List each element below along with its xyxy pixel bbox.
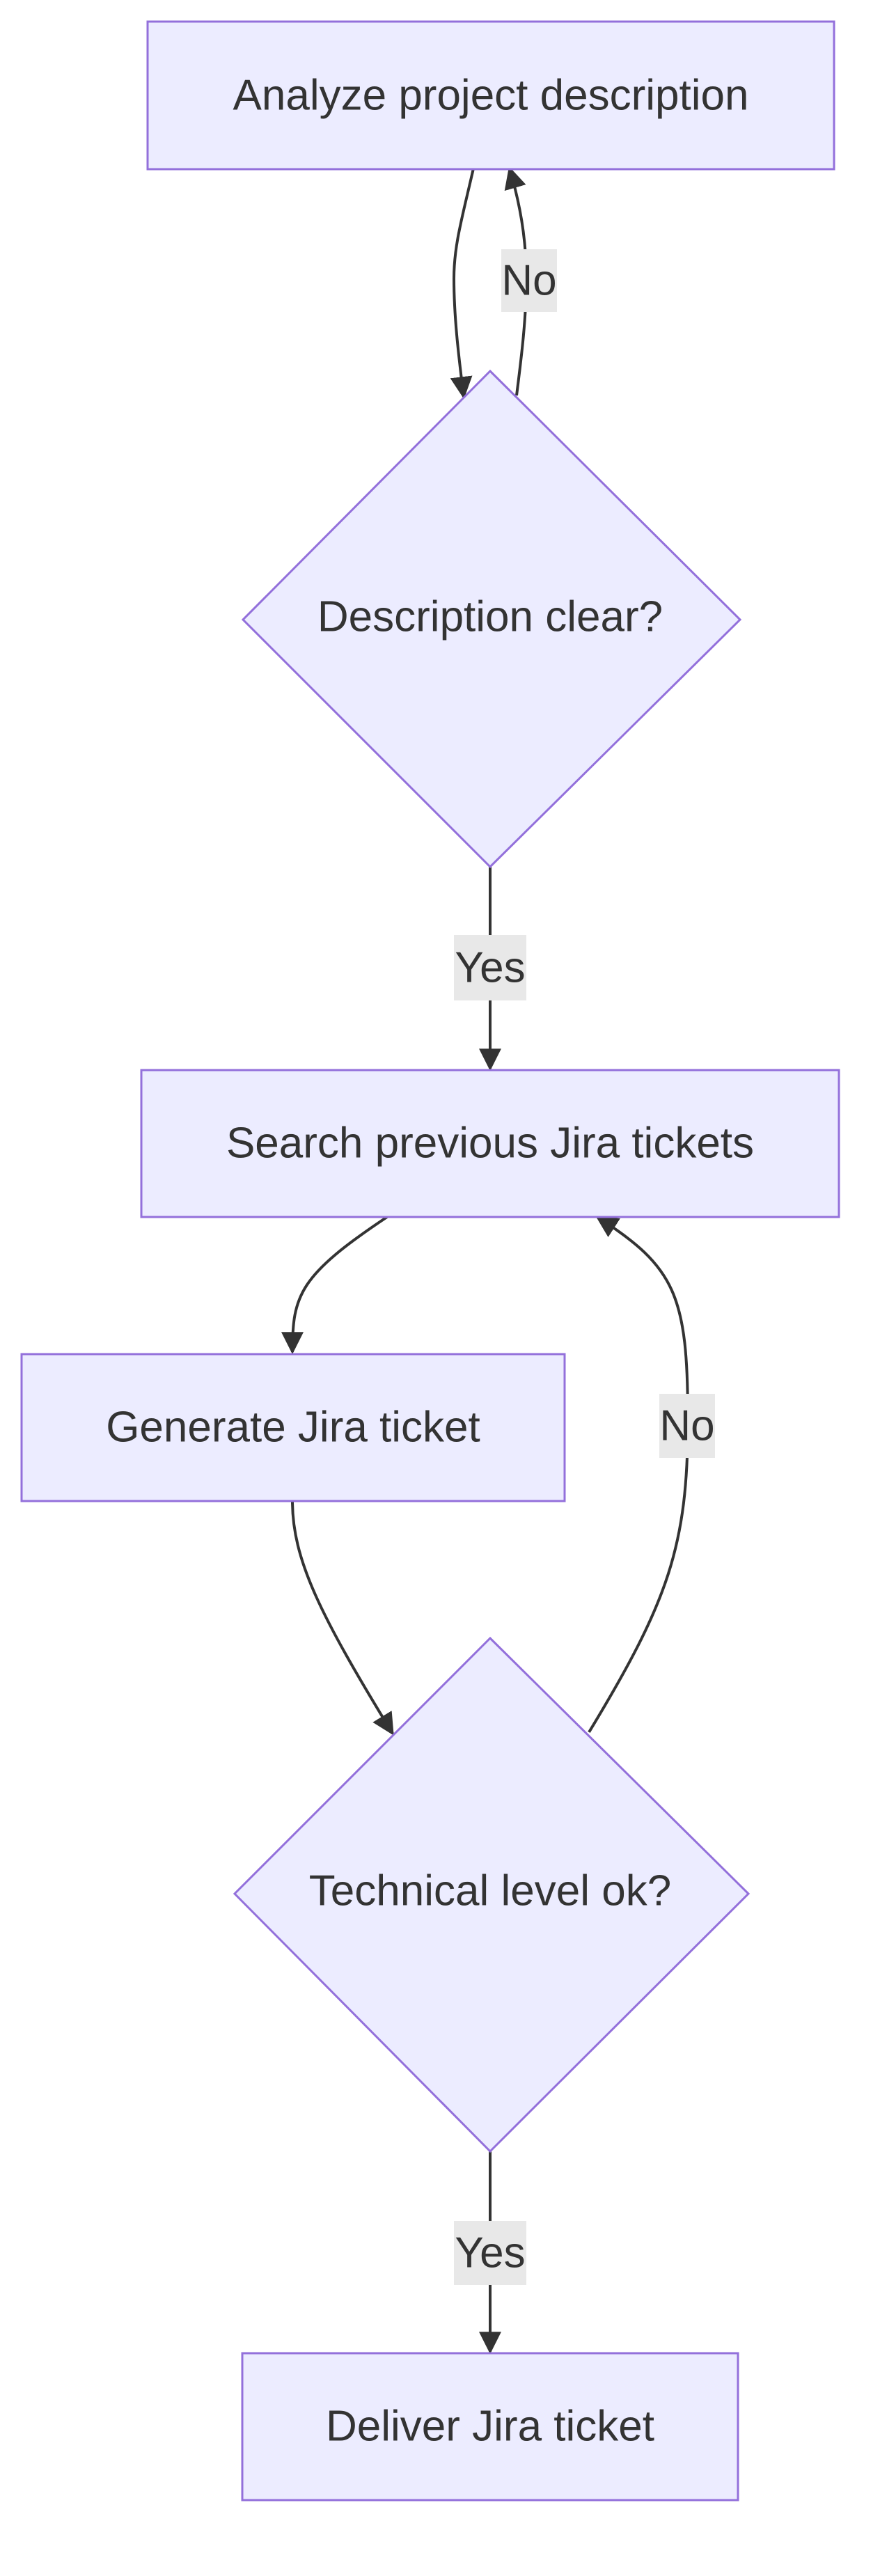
edge-label-technical-yes: Yes: [454, 2221, 526, 2285]
node-deliver: Deliver Jira ticket: [241, 2352, 739, 2502]
node-analyze-label: Analyze project description: [233, 72, 749, 120]
node-clear: Description clear?: [241, 369, 742, 869]
node-search-label: Search previous Jira tickets: [226, 1120, 754, 1168]
edge-technical-no: [588, 1216, 690, 1734]
node-generate-label: Generate Jira ticket: [106, 1404, 480, 1452]
edge-labels: No Yes No Yes: [454, 249, 715, 2285]
edge-generate-to-technical: [291, 1500, 394, 1736]
edge-label-clear-yes-text: Yes: [455, 944, 525, 992]
edge-label-technical-no: No: [659, 1394, 715, 1458]
nodes: Analyze project description Description …: [20, 20, 840, 2502]
edge-search-to-generate: [281, 1216, 388, 1355]
node-deliver-label: Deliver Jira ticket: [326, 2403, 654, 2451]
edge-label-clear-no-text: No: [501, 257, 556, 305]
edge-label-technical-no-text: No: [659, 1402, 714, 1450]
node-search: Search previous Jira tickets: [140, 1069, 840, 1218]
node-technical-label: Technical level ok?: [309, 1867, 671, 1915]
edge-analyze-to-clear: [450, 168, 475, 400]
node-technical: Technical level ok?: [233, 1636, 751, 2153]
edge-label-clear-no: No: [501, 249, 557, 312]
node-analyze: Analyze project description: [146, 20, 835, 171]
edge-label-clear-yes: Yes: [454, 935, 526, 1000]
edge-label-technical-yes-text: Yes: [455, 2229, 525, 2277]
node-clear-label: Description clear?: [317, 593, 663, 641]
node-generate: Generate Jira ticket: [20, 1353, 566, 1502]
